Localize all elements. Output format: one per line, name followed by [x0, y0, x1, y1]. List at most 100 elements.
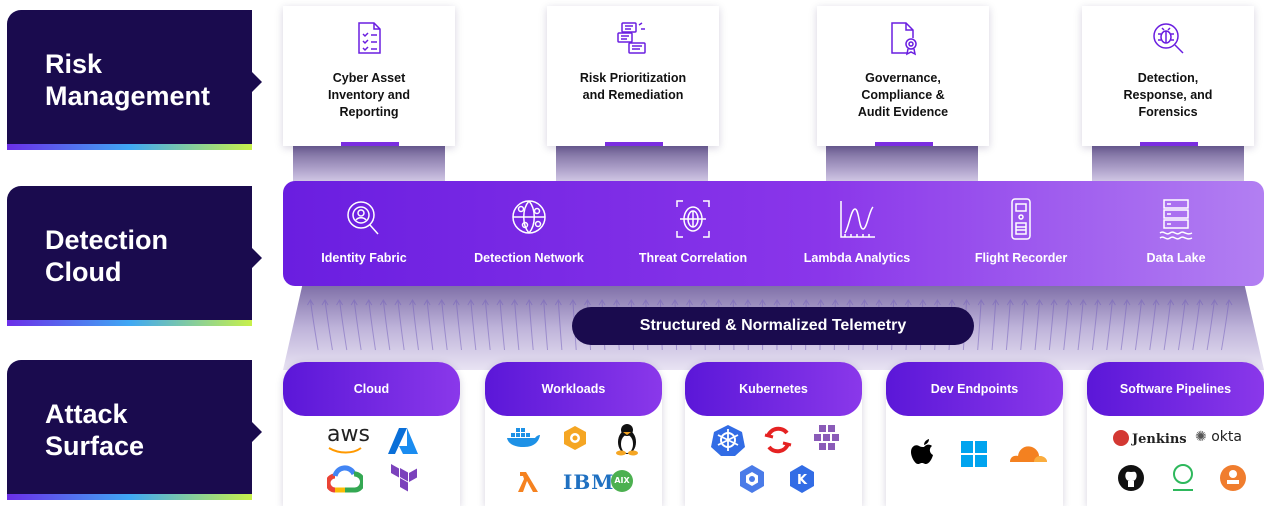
apple-logo	[911, 439, 933, 464]
up-arrow	[1034, 299, 1043, 351]
capability-label: Flight Recorder	[974, 251, 1068, 265]
up-arrow	[496, 299, 506, 351]
capability-detection-network: Detection Network	[454, 197, 604, 265]
svg-text:K: K	[797, 473, 808, 488]
card-text-line: Response, and	[1123, 88, 1213, 102]
capability-label: Threat Correlation	[638, 251, 748, 265]
up-arrow	[394, 299, 405, 351]
up-arrow	[991, 299, 1000, 351]
funnel-connector	[556, 144, 708, 186]
up-arrow	[438, 299, 448, 351]
capability-label: Lambda Analytics	[803, 251, 911, 265]
attack-card-cloud: Cloud aws	[283, 362, 460, 506]
funnel-connector	[826, 144, 978, 186]
attack-card-dev-endpoints: Dev Endpoints	[886, 362, 1063, 506]
network-globe-icon	[512, 200, 546, 234]
linux-logo	[616, 424, 638, 456]
up-arrow	[1063, 299, 1073, 351]
capability-flight-recorder: Flight Recorder	[946, 197, 1096, 265]
up-arrow	[525, 299, 534, 351]
up-arrow	[365, 299, 376, 351]
checklist-document-icon	[358, 22, 381, 54]
card-text-line: Reporting	[339, 105, 399, 119]
kubernetes-logo	[711, 425, 745, 456]
up-arrow	[1077, 299, 1087, 351]
attack-card-title: Cloud	[283, 362, 460, 416]
card-text-line: Compliance &	[861, 88, 945, 102]
rancher-logo	[814, 425, 839, 450]
capability-data-lake: Data Lake	[1101, 197, 1251, 265]
up-arrow	[452, 299, 462, 351]
card-text-line: Risk Prioritization	[579, 71, 687, 85]
up-arrow	[350, 299, 362, 351]
funnel-connector	[293, 144, 445, 186]
up-arrow	[554, 299, 563, 351]
up-arrow	[409, 299, 419, 351]
aix-logo: AIX	[611, 470, 633, 492]
funnel-connector	[1092, 144, 1244, 186]
gradient-bar	[7, 320, 252, 326]
row-label-attack-surface: Attack Surface	[7, 360, 262, 500]
card-text-line: Audit Evidence	[857, 105, 949, 119]
lambda-chart-icon	[840, 201, 875, 238]
card-text-line: Forensics	[1138, 105, 1198, 119]
card-text-line: and Remediation	[582, 88, 684, 102]
up-arrow	[1048, 299, 1058, 351]
row-label-line: Management	[45, 81, 211, 111]
card-text-line: Detection,	[1137, 71, 1199, 85]
up-arrow	[1192, 299, 1204, 351]
risk-card-detection-response: Detection, Response, and Forensics	[1082, 6, 1254, 146]
okta-logo: ✺ okta	[1195, 429, 1242, 445]
up-arrow	[1177, 299, 1189, 351]
attack-card-kubernetes: Kubernetes K	[685, 362, 862, 506]
capability-threat-correlation: Threat Correlation	[618, 197, 768, 265]
up-arrow	[423, 299, 434, 351]
cloudflare-logo	[1010, 446, 1047, 462]
row-label-line: Cloud	[45, 257, 122, 287]
card-underline	[341, 142, 399, 146]
row-label-risk-management: Risk Management	[7, 10, 262, 150]
chef-logo	[1220, 465, 1246, 491]
up-arrow	[1134, 299, 1145, 351]
row-label-line: Surface	[45, 431, 145, 461]
gitlab-logo	[1173, 464, 1193, 491]
up-arrow	[379, 299, 391, 351]
prioritized-list-icon	[617, 22, 646, 54]
bug-search-icon	[1153, 23, 1184, 54]
upward-arrows-icon	[307, 299, 1233, 351]
capability-label: Detection Network	[474, 251, 584, 265]
up-arrow	[1220, 299, 1233, 351]
up-arrow	[540, 299, 549, 351]
ibm-logo: IBM	[563, 470, 615, 494]
attack-card-software-pipelines: Software Pipelines Jenkins ✺ okta	[1087, 362, 1264, 506]
azure-logo	[388, 428, 418, 454]
up-arrow	[481, 299, 491, 351]
row-label-line: Detection	[45, 225, 169, 255]
identity-search-icon	[347, 201, 379, 235]
attack-card-title: Dev Endpoints	[886, 362, 1063, 416]
capability-lambda-analytics: Lambda Analytics	[782, 197, 932, 265]
row-label-detection-cloud: Detection Cloud	[7, 186, 262, 326]
card-text-line: Cyber Asset	[332, 71, 406, 85]
certificate-document-icon	[891, 22, 917, 56]
up-arrow	[1206, 299, 1218, 351]
card-underline	[875, 142, 933, 146]
up-arrow	[1120, 299, 1131, 351]
telemetry-label: Structured & Normalized Telemetry	[572, 307, 974, 345]
row-label-line: Risk	[45, 49, 103, 79]
attack-card-workloads: Workloads IBM AIX	[485, 362, 662, 506]
up-arrow	[467, 299, 477, 351]
docker-logo	[507, 428, 540, 447]
card-text-line: Inventory and	[328, 88, 410, 102]
gke-logo	[740, 465, 764, 493]
up-arrow	[1020, 299, 1029, 351]
gradient-bar	[7, 144, 252, 150]
openshift-logo	[764, 426, 792, 454]
detection-cloud-band: Identity Fabric Detection Network Threat…	[283, 181, 1264, 286]
up-arrow	[977, 299, 985, 351]
capability-label: Identity Fabric	[321, 251, 407, 265]
card-text-line: Governance,	[865, 71, 941, 85]
card-underline	[1140, 142, 1198, 146]
risk-card-risk-prioritization: Risk Prioritization and Remediation	[547, 6, 719, 146]
capability-identity-fabric: Identity Fabric	[289, 197, 439, 265]
